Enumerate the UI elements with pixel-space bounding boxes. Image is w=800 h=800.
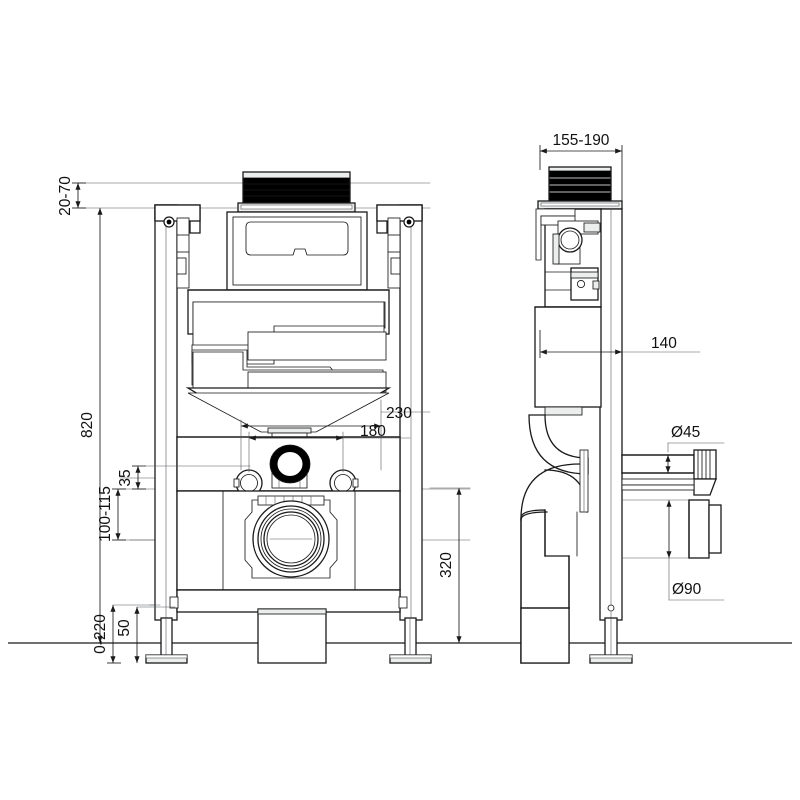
rail-lug-left (169, 596, 179, 609)
adjustable-foot-left (145, 617, 188, 664)
cistern-top-housing (226, 211, 368, 291)
dimension-bracket-spread: 230 (240, 399, 431, 471)
dimension-label-0-220: 0-220 (92, 614, 109, 654)
front-elevation-view (77, 171, 471, 664)
side-flush-valve-block (544, 267, 600, 301)
dimension-water-pipe-diameter: Ø45 (665, 424, 725, 473)
dimension-label-d45: Ø45 (671, 424, 700, 441)
rail-lug-right (398, 596, 408, 609)
side-elevation-view (520, 166, 722, 664)
flush-plate-frame (237, 202, 356, 213)
dimension-label-155-190: 155-190 (553, 132, 610, 149)
dimension-label-180: 180 (360, 423, 386, 440)
dimension-label-320: 320 (438, 552, 455, 578)
cistern-hopper (185, 387, 392, 433)
side-mounting-arm (535, 208, 576, 261)
waste-outlet-flange (244, 495, 338, 579)
dimension-label-50: 50 (116, 619, 133, 637)
dimension-water-connection-height: 100-115 (97, 486, 126, 542)
frame-upright-left (154, 204, 178, 621)
dimension-waste-pipe-diameter: Ø90 (621, 499, 725, 601)
water-inlet-right (329, 469, 359, 497)
dimension-label-35: 35 (117, 469, 134, 486)
adjustable-foot-right (389, 617, 432, 664)
side-flush-plate-lip (537, 200, 623, 210)
dimension-plate-depth: 155-190 (539, 132, 623, 209)
dimension-inlet-spread: 180 (248, 423, 411, 473)
dimension-outlet-height: 320 (429, 487, 471, 643)
dimension-overall-height: 820 (79, 208, 103, 643)
dimension-flush-plate-offset: 20-70 (57, 176, 86, 216)
dimension-label-20-70: 20-70 (57, 176, 74, 216)
side-frame-column (599, 208, 623, 621)
flush-pipe-socket (269, 444, 311, 489)
side-water-supply-pipe (621, 449, 717, 496)
side-waste-elbow (520, 449, 589, 664)
cistern-chevron-panels (191, 301, 387, 393)
waste-pipe-stub-front (257, 608, 327, 664)
cistern-side-channel-left (176, 217, 190, 289)
side-waste-outlet-socket (688, 499, 722, 559)
dimension-label-230: 230 (386, 405, 412, 422)
flush-plate (242, 171, 351, 204)
side-fill-valve (552, 220, 601, 265)
dimension-label-d90: Ø90 (672, 581, 702, 598)
side-flush-plate (548, 166, 612, 202)
dimension-label-100-115: 100-115 (97, 486, 114, 542)
cistern-side-channel-right (387, 217, 401, 289)
dimension-foot-adjust: 0-220 (92, 604, 161, 664)
dimension-foot-base: 50 (116, 606, 176, 663)
dimension-label-140: 140 (651, 335, 677, 352)
dimension-label-820: 820 (79, 412, 96, 438)
side-adjustable-foot (589, 617, 633, 664)
side-cistern-outlet-neck (534, 306, 602, 416)
dimension-frame-depth: 140 (539, 330, 701, 358)
dimension-inlet-offset: 35 (117, 465, 251, 490)
